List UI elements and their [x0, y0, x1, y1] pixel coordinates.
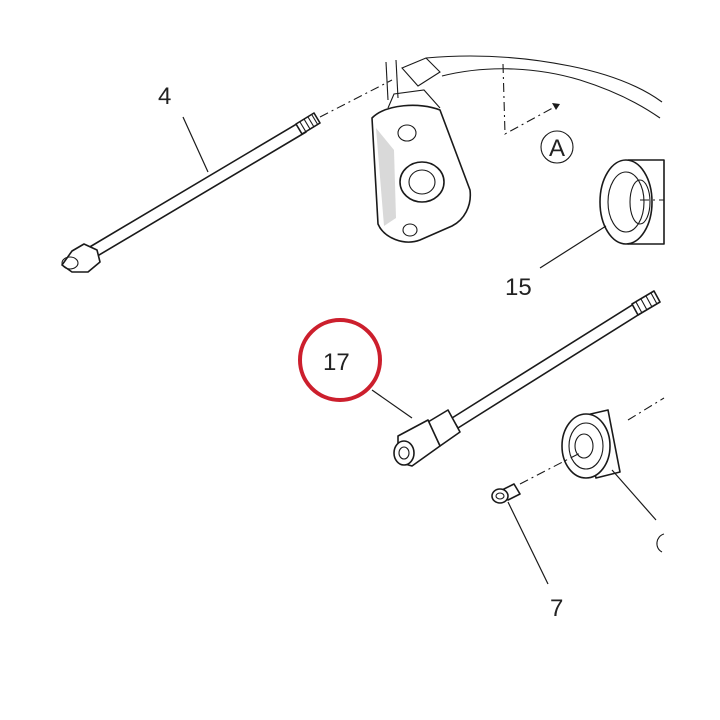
callout-7: 7 [550, 595, 563, 622]
leader-7 [507, 501, 549, 585]
part-17-pivot-pin [393, 290, 661, 467]
leader-15 [539, 225, 607, 269]
callout-4: 4 [158, 83, 171, 110]
leader-17 [371, 389, 413, 419]
callout-17: 17 [323, 349, 350, 376]
bearing-lower [519, 397, 665, 485]
cropped-callout-glyph [656, 533, 665, 553]
frame-carrier [371, 55, 663, 243]
part-7-screw [491, 483, 521, 504]
view-a-circle [540, 130, 574, 164]
part-15-bushing [599, 159, 665, 245]
leader-bearing [611, 469, 657, 521]
part-4-threads [295, 112, 321, 135]
view-a-label: A [549, 135, 565, 162]
callout-15: 15 [505, 274, 532, 301]
view-a-indicator: A [502, 63, 574, 164]
leader-4 [182, 116, 209, 173]
part-4-axle [61, 79, 393, 273]
part-17-threads [631, 290, 661, 316]
highlight-ring-17 [298, 318, 382, 402]
